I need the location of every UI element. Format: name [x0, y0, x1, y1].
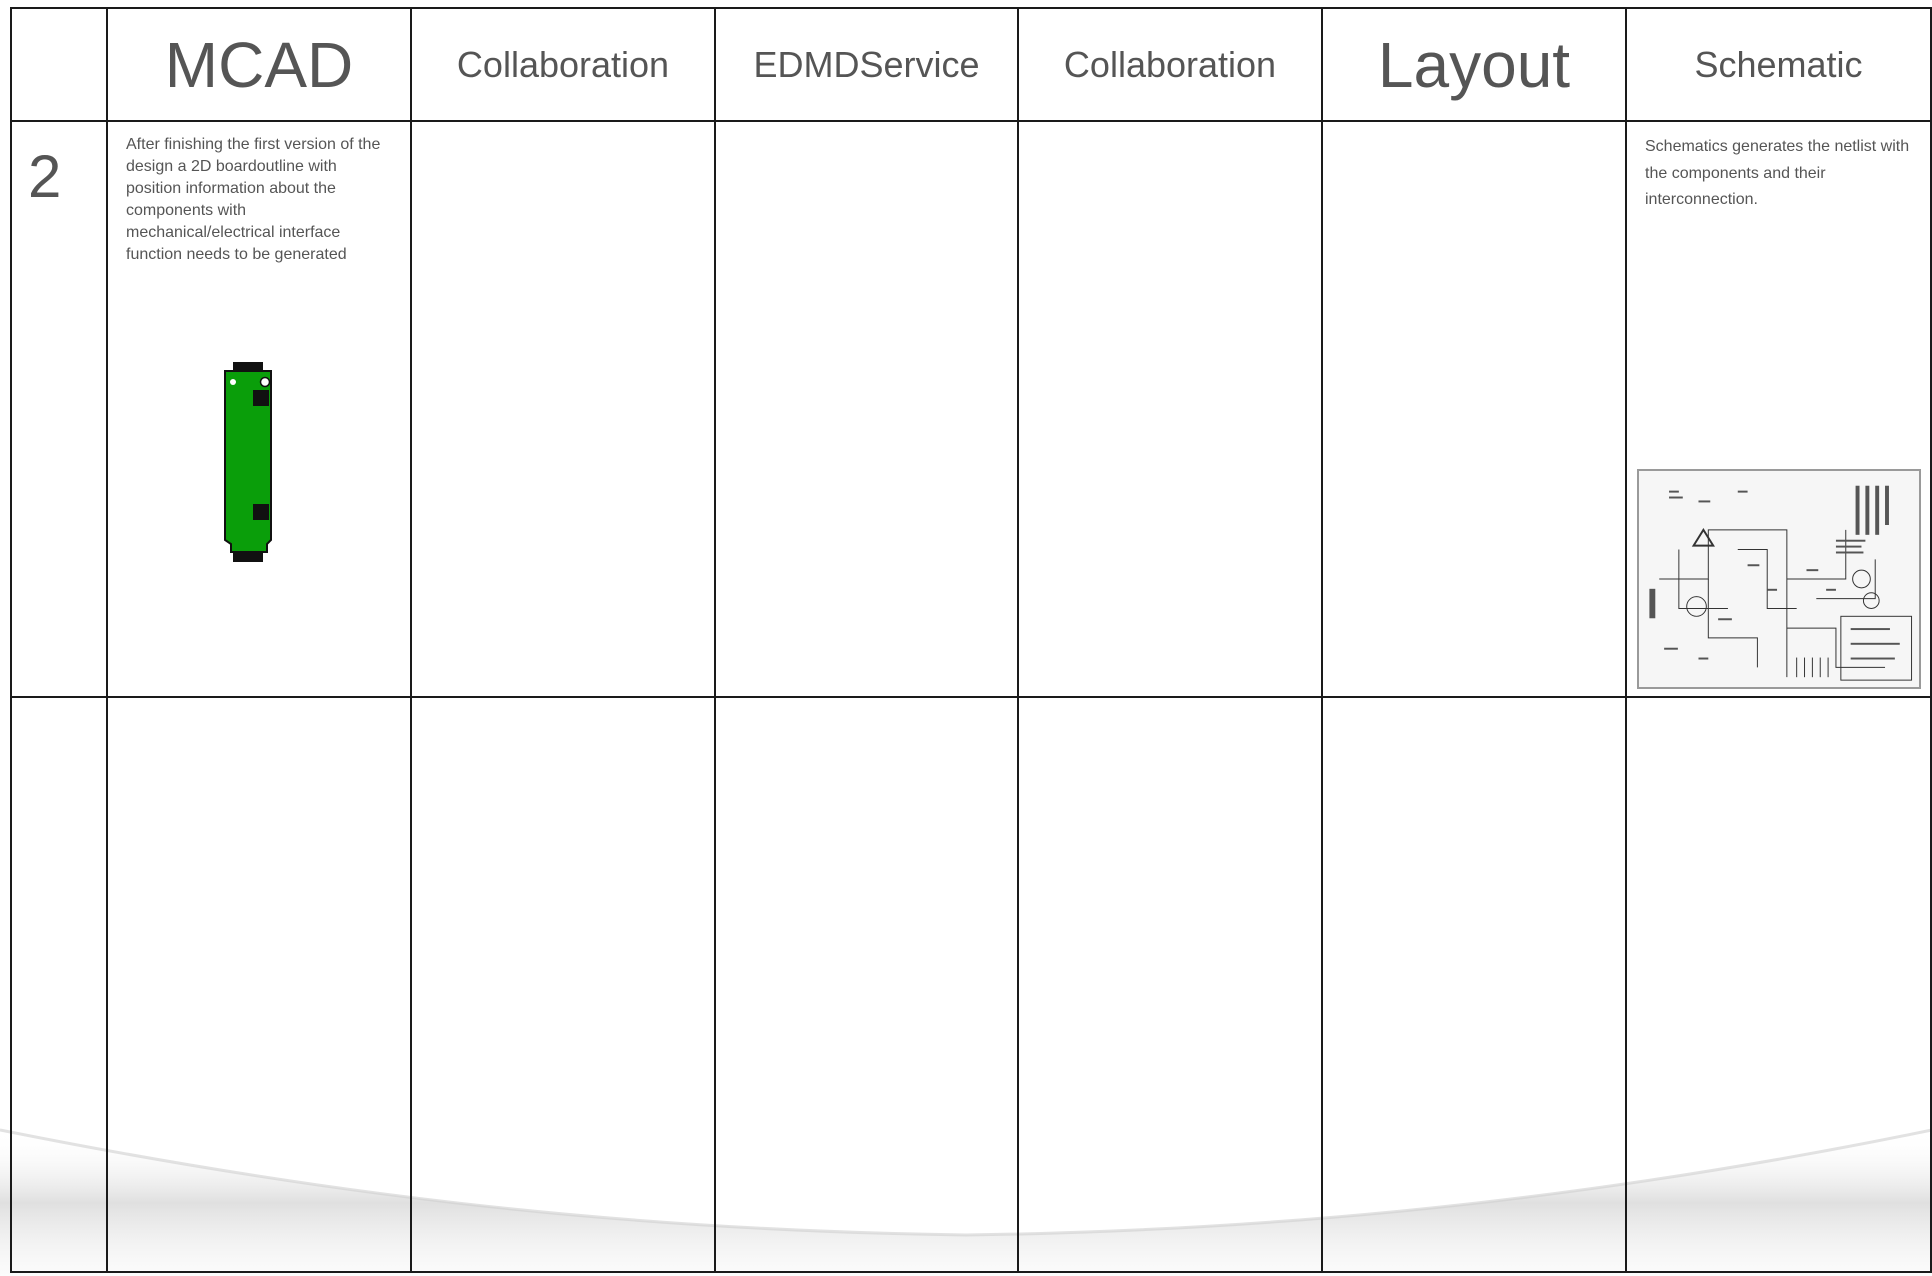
header-edmdservice: EDMDService — [714, 6, 1019, 123]
mcad-cell: After finishing the first version of the… — [106, 120, 412, 698]
header-schematic: Schematic — [1625, 6, 1932, 123]
layout-cell — [1321, 120, 1627, 698]
corner-cell — [10, 6, 108, 123]
header-collaboration-1: Collaboration — [410, 6, 716, 123]
empty-cell-4 — [714, 695, 1019, 1274]
header-collaboration-2: Collaboration — [1017, 6, 1323, 123]
empty-cell-5 — [1017, 695, 1323, 1274]
collaboration-2-cell — [1017, 120, 1323, 698]
empty-cell-3 — [410, 695, 716, 1274]
step-number-cell: 2 — [10, 120, 108, 698]
header-layout: Layout — [1321, 6, 1627, 123]
empty-cell-1 — [10, 695, 108, 1274]
empty-cell-6 — [1321, 695, 1627, 1274]
schematic-cell: Schematics generates the netlist with th… — [1625, 120, 1932, 698]
pcb-board-image — [224, 362, 272, 563]
schematic-diagram-image — [1637, 469, 1921, 690]
collaboration-1-cell — [410, 120, 716, 698]
step-number: 2 — [28, 143, 62, 211]
edmdservice-cell — [714, 120, 1019, 698]
swimlane-table: MCAD Collaboration EDMDService Collabora… — [10, 6, 1932, 1274]
schematic-description: Schematics generates the netlist with th… — [1645, 138, 1910, 209]
header-mcad: MCAD — [106, 6, 412, 123]
step-row: 2 After finishing the first version of t… — [10, 120, 1932, 698]
mcad-description: After finishing the first version of the… — [126, 136, 381, 264]
empty-row — [10, 695, 1932, 1274]
header-row: MCAD Collaboration EDMDService Collabora… — [10, 6, 1932, 123]
empty-cell-2 — [106, 695, 412, 1274]
empty-cell-7 — [1625, 695, 1932, 1274]
